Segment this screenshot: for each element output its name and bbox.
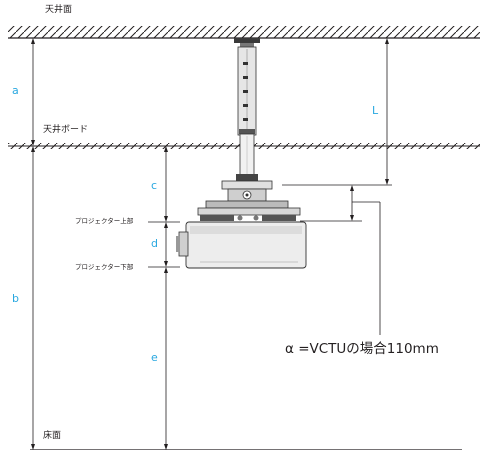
dimension-line-alpha	[300, 185, 381, 335]
dimension-line-b	[31, 146, 35, 450]
ceiling-surface-label: 天井面	[45, 5, 73, 15]
dimension-label-c: c	[151, 179, 158, 192]
dimension-line-a	[31, 38, 35, 146]
dimension-label-b: b	[12, 292, 19, 305]
dimension-label-a: a	[12, 84, 19, 97]
alpha-note: α =VCTUの場合110mm	[285, 341, 439, 357]
dimension-line-d	[164, 222, 168, 267]
dimension-line-L	[282, 38, 392, 186]
dimension-label-d: d	[151, 237, 158, 250]
projector-body	[176, 221, 307, 269]
ceiling-mount	[234, 38, 260, 177]
ceiling-board-label: 天井ボード	[43, 125, 89, 135]
dimension-label-L: L	[372, 104, 379, 117]
projector-top-label: プロジェクター上部	[75, 217, 134, 225]
floor-surface-label: 床面	[43, 431, 62, 441]
projector-bottom-label: プロジェクター下部	[75, 263, 134, 271]
dimension-line-e	[164, 267, 168, 450]
dimension-label-e: e	[151, 351, 158, 364]
dimension-line-c	[164, 146, 168, 222]
mount-adapter	[197, 174, 301, 221]
ceiling-surface	[8, 26, 480, 39]
